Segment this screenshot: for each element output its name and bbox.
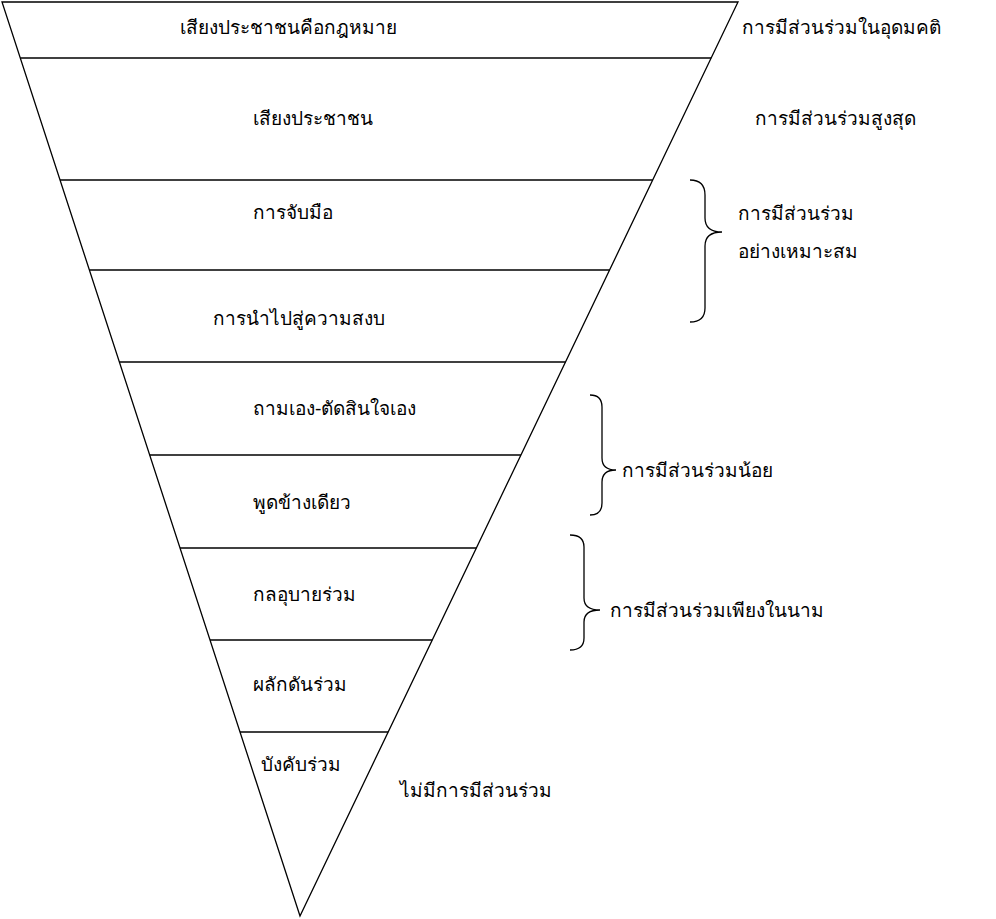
band-text: ถามเอง-ตัดสินใจเอง bbox=[253, 394, 416, 423]
band-text: พูดข้างเดียว bbox=[253, 488, 351, 517]
band-text: กลอุบายร่วม bbox=[253, 580, 356, 609]
level-label: การมีส่วนร่วมเพียงในนาม bbox=[610, 591, 824, 629]
band-text: บังคับร่วม bbox=[261, 750, 341, 779]
band-divider bbox=[89, 269, 609, 270]
band-divider bbox=[150, 454, 521, 455]
pyramid-band: บังคับร่วม bbox=[261, 750, 341, 779]
band-text: เสียงประชาชน bbox=[253, 104, 373, 133]
bracket bbox=[570, 535, 600, 650]
band-divider bbox=[240, 731, 388, 732]
bracket bbox=[590, 395, 616, 515]
band-divider bbox=[180, 547, 476, 548]
pyramid-band: การจับมือ bbox=[253, 198, 333, 227]
level-label: การมีส่วนร่วมน้อย bbox=[622, 451, 773, 489]
pyramid-band: เสียงประชาชนคือกฎหมาย bbox=[180, 13, 397, 42]
pyramid-band: ผลักดันร่วม bbox=[253, 670, 347, 699]
pyramid-band: กลอุบายร่วม bbox=[253, 580, 356, 609]
band-text: ผลักดันร่วม bbox=[253, 670, 347, 699]
pyramid-band: การนำไปสู่ความสงบ bbox=[213, 304, 385, 333]
level-label: การมีส่วนร่วมในอุดมคติ bbox=[742, 8, 941, 46]
pyramid-band: ถามเอง-ตัดสินใจเอง bbox=[253, 394, 416, 423]
band-text: การจับมือ bbox=[253, 198, 333, 227]
band-text: เสียงประชาชนคือกฎหมาย bbox=[180, 13, 397, 42]
pyramid-band: เสียงประชาชน bbox=[253, 104, 373, 133]
level-label: การมีส่วนร่วมสูงสุด bbox=[755, 99, 916, 137]
level-label: ไม่มีการมีส่วนร่วม bbox=[400, 771, 552, 809]
band-divider bbox=[119, 361, 565, 362]
band-divider bbox=[20, 57, 711, 58]
bracket bbox=[690, 180, 722, 322]
band-divider bbox=[60, 179, 653, 180]
band-text: การนำไปสู่ความสงบ bbox=[213, 304, 385, 333]
band-divider bbox=[210, 639, 432, 640]
level-label: การมีส่วนร่วม อย่างเหมาะสม bbox=[738, 194, 888, 270]
pyramid-band: พูดข้างเดียว bbox=[253, 488, 351, 517]
